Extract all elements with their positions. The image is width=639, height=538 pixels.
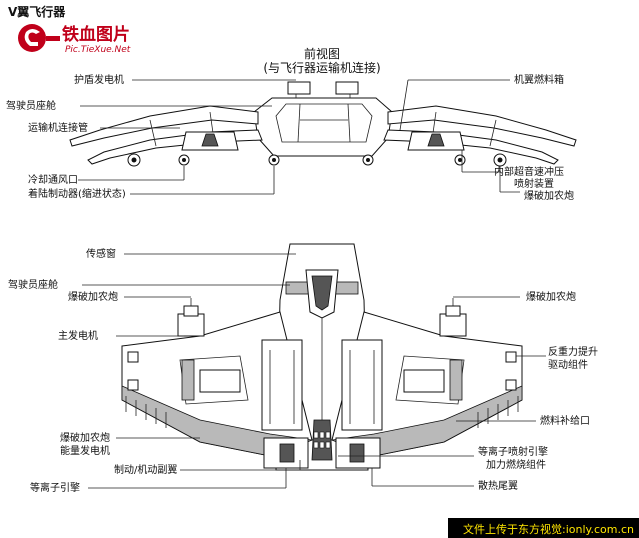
front-view-subtitle: (与飞行器运输机连接) — [263, 60, 380, 75]
label-antigrav-line2: 驱动组件 — [548, 358, 588, 371]
top-cannon-left — [177, 313, 205, 337]
label-blaster-energy-line1: 爆破加农炮 — [60, 431, 110, 444]
label-control-flaps: 制动/机动副翼 — [114, 463, 177, 476]
front-cannon-pod-left — [127, 131, 239, 167]
label-transport-link: 运输机连接管 — [28, 121, 88, 134]
label-antigrav-line1: 反重力提升 — [548, 345, 598, 358]
shield-generator-right — [335, 81, 359, 95]
label-ion-engine: 等离子引擎 — [30, 481, 80, 494]
label-shield-generator: 护盾发电机 — [74, 73, 124, 86]
footer-source-text: 文件上传于东方视觉:ionly.com.cn — [463, 522, 634, 536]
footer-bar: 文件上传于东方视觉:ionly.com.cn — [448, 518, 639, 538]
label-blaster-energy-line2: 能量发电机 — [60, 444, 110, 457]
label-landing-brake: 着陆制动器(缩进状态) — [28, 187, 126, 200]
front-view: 前视图 (与飞行器运输机连接) — [6, 46, 577, 202]
top-leader-lines — [82, 253, 546, 489]
top-cannon-right — [439, 313, 467, 337]
label-heat-tail: 散热尾翼 — [478, 479, 518, 492]
watermark-logo-icon — [18, 24, 60, 52]
front-view-title: 前视图 — [304, 46, 340, 61]
front-cannon-pod-right — [407, 131, 507, 167]
front-fuselage — [253, 81, 393, 157]
label-top-blaster-cannon-left: 爆破加农炮 — [68, 290, 118, 303]
label-front-blaster-cannon: 爆破加农炮 — [524, 189, 574, 202]
top-right-wing — [330, 298, 523, 469]
label-front-cockpit: 驾驶员座舱 — [6, 99, 56, 112]
label-ion-jet-line1: 等离子喷射引擎 — [478, 445, 548, 458]
label-wing-fuel-tank: 机翼燃料箱 — [514, 73, 564, 86]
label-cooling-vent: 冷却通风口 — [28, 173, 78, 186]
header: V翼飞行器 铁血图片 Pic.TieXue.Net — [8, 4, 131, 55]
label-ramjet-line1: 内部超音速冲压 — [494, 165, 564, 178]
watermark-url-text: Pic.TieXue.Net — [65, 45, 131, 55]
watermark-brand-text: 铁血图片 — [62, 24, 130, 45]
top-view: 传感窗 驾驶员座舱 爆破加农炮 主发电机 爆破加农炮 能量发电机 制动/机动副翼… — [8, 243, 598, 494]
label-fuel-port: 燃料补给口 — [540, 414, 590, 427]
front-leader-lines — [78, 79, 520, 195]
label-sensor-window: 传感窗 — [86, 247, 116, 260]
label-top-cockpit: 驾驶员座舱 — [8, 278, 58, 291]
label-ion-jet-line2: 加力燃烧组件 — [486, 458, 546, 471]
shield-generator-left — [287, 81, 311, 95]
top-left-wing — [121, 298, 314, 469]
label-main-generator: 主发电机 — [58, 329, 98, 342]
label-ramjet-line2: 喷射装置 — [514, 177, 554, 190]
front-landing-gear — [178, 154, 466, 166]
label-top-blaster-cannon-right: 爆破加农炮 — [526, 290, 576, 303]
diagram-title-partial: V翼飞行器 — [8, 4, 66, 19]
